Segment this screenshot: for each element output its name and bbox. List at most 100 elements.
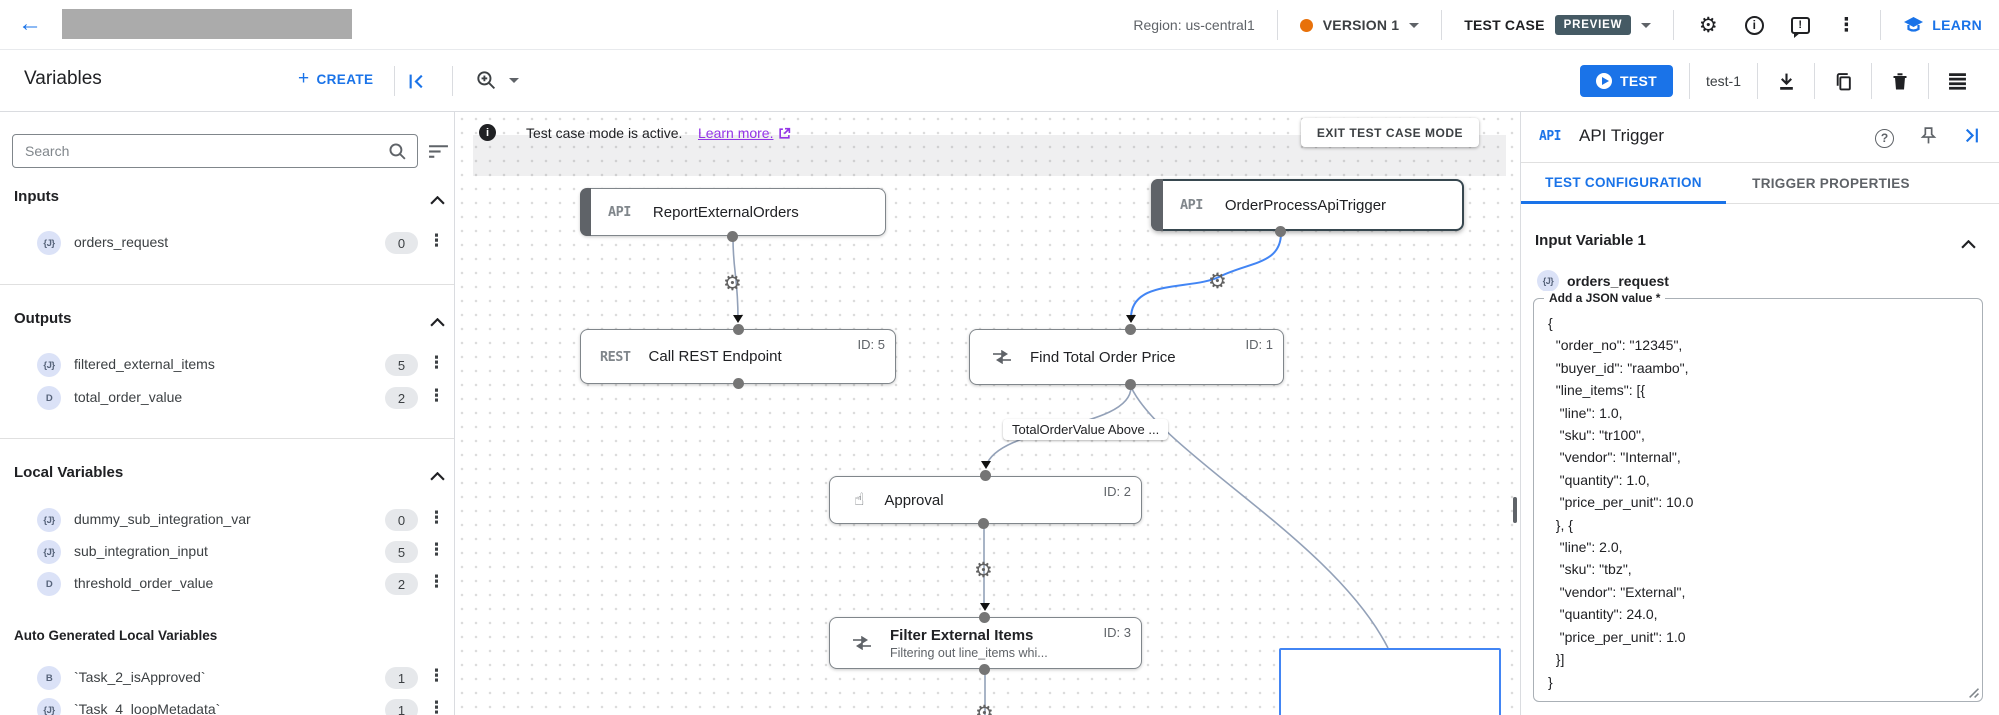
edge-settings-gear-icon[interactable]: ⚙ <box>975 701 994 715</box>
connection-point[interactable] <box>727 231 738 242</box>
connection-point[interactable] <box>733 324 744 335</box>
zoom-control[interactable] <box>476 70 519 91</box>
section-inputs-title: Inputs <box>14 188 59 205</box>
variable-row[interactable]: D total_order_value 2 ⋮ <box>0 383 454 413</box>
kebab-icon[interactable]: ⋮ <box>428 353 445 373</box>
connection-point[interactable] <box>979 664 990 675</box>
connection-point[interactable] <box>978 518 989 529</box>
test-case-name[interactable]: test-1 <box>1705 73 1741 89</box>
learn-link[interactable]: LEARN <box>1903 16 1982 35</box>
variable-row[interactable]: {J} sub_integration_input 5 ⋮ <box>0 537 454 567</box>
create-label: CREATE <box>316 71 374 87</box>
variable-name: sub_integration_input <box>74 543 208 559</box>
variable-row[interactable]: {J} dummy_sub_integration_var 0 ⋮ <box>0 505 454 535</box>
kebab-icon[interactable]: ⋮ <box>428 666 445 686</box>
chevron-up-icon <box>430 471 445 481</box>
kebab-icon[interactable]: ⋮ <box>428 231 445 251</box>
chevron-down-icon <box>1641 22 1652 28</box>
more-menu-button[interactable]: ⋮ <box>1834 13 1858 37</box>
info-button[interactable]: i <box>1742 13 1766 37</box>
node-title: OrderProcessApiTrigger <box>1224 196 1387 214</box>
kebab-icon[interactable]: ⋮ <box>428 540 445 560</box>
double-type-icon: D <box>37 572 61 596</box>
kebab-icon[interactable]: ⋮ <box>428 508 445 528</box>
variable-row[interactable]: {J} `Task_4_loopMetadata` 1 ⋮ <box>0 695 454 715</box>
section-local-variables-collapse[interactable] <box>430 468 445 486</box>
connection-point[interactable] <box>980 470 991 481</box>
sort-filter-button[interactable] <box>428 144 449 164</box>
usage-count-badge: 0 <box>385 509 418 531</box>
download-button[interactable] <box>1774 69 1798 93</box>
panel-title-variables: Variables <box>24 68 102 89</box>
node-find-total-order-price[interactable]: Find Total Order Price ID: 1 <box>969 329 1284 385</box>
feedback-button[interactable]: ! <box>1788 13 1812 38</box>
node-report-external-orders[interactable]: API ReportExternalOrders <box>580 188 886 236</box>
connection-point[interactable] <box>979 612 990 623</box>
workflow-canvas[interactable]: i Test case mode is active. Learn more. … <box>455 112 1519 715</box>
learn-more-link[interactable]: Learn more. <box>698 125 791 141</box>
chevron-up-icon <box>430 317 445 327</box>
divider <box>1441 10 1443 40</box>
preview-badge: PREVIEW <box>1554 15 1632 35</box>
help-icon[interactable]: ? <box>1875 128 1894 148</box>
section-outputs-collapse[interactable] <box>430 314 445 332</box>
divider <box>1757 63 1758 99</box>
resize-handle-icon[interactable] <box>1968 687 1979 698</box>
panel-title: API Trigger <box>1579 126 1665 145</box>
layout-menu-button[interactable] <box>1945 69 1969 93</box>
json-field-label: Add a JSON value * <box>1544 291 1666 305</box>
variables-sidebar: Inputs {J} orders_request 0 ⋮ Outputs {J… <box>0 112 455 715</box>
variable-row[interactable]: {J} filtered_external_items 5 ⋮ <box>0 350 454 380</box>
copy-icon <box>1836 72 1851 90</box>
pin-button[interactable] <box>1920 126 1937 150</box>
variable-row[interactable]: B `Task_2_isApproved` 1 ⋮ <box>0 663 454 693</box>
connection-point[interactable] <box>1275 226 1286 237</box>
section-inputs-collapse[interactable] <box>430 192 445 210</box>
sort-icon <box>429 145 448 158</box>
variable-row[interactable]: {J} orders_request 0 ⋮ <box>0 228 454 258</box>
test-button[interactable]: TEST <box>1580 65 1673 97</box>
variable-row[interactable]: D threshold_order_value 2 ⋮ <box>0 569 454 599</box>
usage-count-badge: 0 <box>385 232 418 254</box>
edge-settings-gear-icon[interactable]: ⚙ <box>723 271 742 295</box>
test-button-label: TEST <box>1620 73 1657 89</box>
tab-test-configuration[interactable]: TEST CONFIGURATION <box>1521 163 1726 204</box>
panel-variable-name: orders_request <box>1567 273 1669 289</box>
usage-count-badge: 1 <box>385 699 418 715</box>
connection-point[interactable] <box>733 378 744 389</box>
search-box <box>12 134 418 168</box>
collapse-panel-button[interactable] <box>1963 127 1980 149</box>
node-filter-external-items[interactable]: Filter External Items Filtering out line… <box>829 617 1142 669</box>
node-title: ReportExternalOrders <box>652 203 799 221</box>
back-arrow-icon[interactable]: ← <box>18 10 42 37</box>
input-variable-collapse[interactable] <box>1961 236 1976 254</box>
variable-name: `Task_2_isApproved` <box>74 669 206 685</box>
test-case-selector[interactable]: TEST CASE PREVIEW <box>1464 15 1652 35</box>
edge-settings-gear-icon[interactable]: ⚙ <box>974 558 993 582</box>
node-call-rest-endpoint[interactable]: REST Call REST Endpoint ID: 5 <box>580 329 896 384</box>
kebab-icon[interactable]: ⋮ <box>428 386 445 406</box>
learn-label: LEARN <box>1932 17 1982 33</box>
kebab-icon[interactable]: ⋮ <box>428 698 445 715</box>
edge-condition-label[interactable]: TotalOrderValue Above ... <box>1003 419 1169 440</box>
node-order-process-api-trigger[interactable]: API OrderProcessApiTrigger <box>1151 179 1464 231</box>
json-value-textarea[interactable]: { "order_no": "12345", "buyer_id": "raam… <box>1548 315 1694 690</box>
settings-button[interactable]: ⚙ <box>1696 13 1720 37</box>
edge-settings-gear-icon[interactable]: ⚙ <box>1208 269 1227 293</box>
exit-test-case-mode-button[interactable]: EXIT TEST CASE MODE <box>1300 118 1479 147</box>
create-variable-button[interactable]: + CREATE <box>298 69 374 88</box>
delete-button[interactable] <box>1888 69 1912 93</box>
copy-button[interactable] <box>1831 69 1855 93</box>
collapse-sidebar-button[interactable] <box>408 73 425 95</box>
sub-flow-selection-box[interactable] <box>1279 648 1501 715</box>
node-approval[interactable]: ☝ Approval ID: 2 <box>829 476 1142 524</box>
connection-point[interactable] <box>1125 379 1136 390</box>
kebab-icon[interactable]: ⋮ <box>428 572 445 592</box>
search-input[interactable] <box>25 143 388 159</box>
canvas-scrollbar-thumb[interactable] <box>1513 497 1517 523</box>
tab-trigger-properties[interactable]: TRIGGER PROPERTIES <box>1752 176 1910 191</box>
chevron-down-icon <box>1409 22 1420 28</box>
version-selector[interactable]: VERSION 1 <box>1299 17 1420 33</box>
connection-point[interactable] <box>1125 324 1136 335</box>
info-icon: i <box>1744 15 1764 35</box>
